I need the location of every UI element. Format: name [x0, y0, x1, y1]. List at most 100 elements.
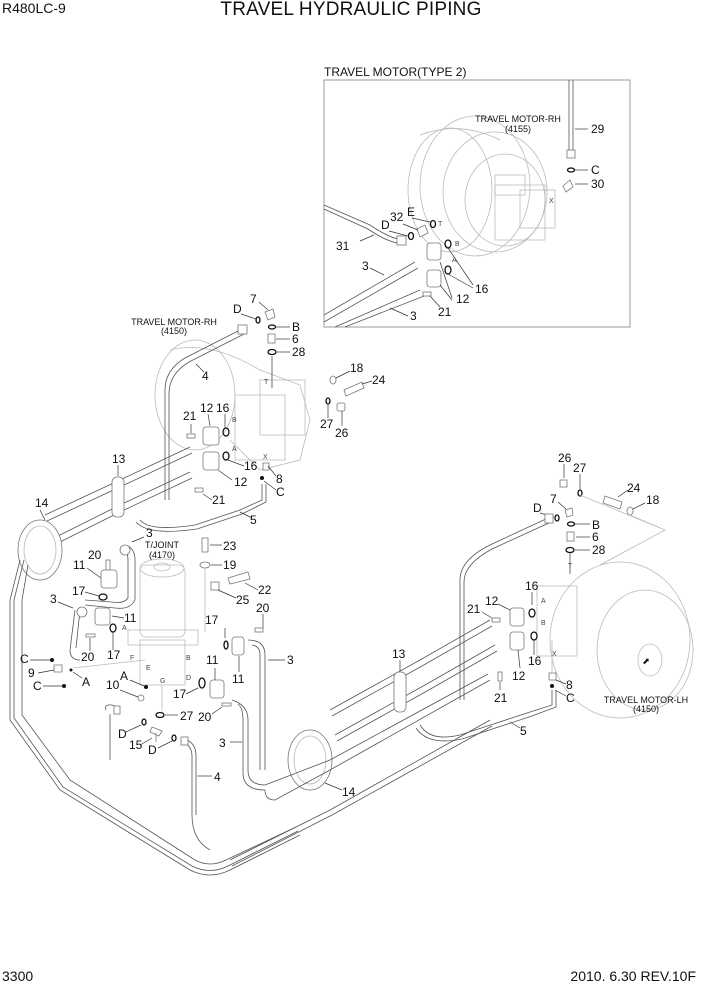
- callout-rh-B: B: [292, 320, 300, 334]
- callout-inset-21: 21: [438, 305, 452, 319]
- callout-tj-11c: 11: [232, 672, 245, 686]
- callout-inset-3a: 3: [362, 259, 369, 273]
- callout-tj-11a: 11: [73, 558, 86, 572]
- port-lh-x: X: [552, 651, 557, 658]
- inset-title: TRAVEL MOTOR(TYPE 2): [324, 65, 466, 79]
- inset-frame: [323, 79, 631, 328]
- callout-lh-13: 13: [392, 647, 406, 661]
- callout-tj-4: 4: [214, 770, 221, 784]
- callout-rh-C: C: [276, 485, 285, 499]
- callout-tj-Cb: C: [33, 679, 42, 693]
- callout-inset-30: 30: [591, 177, 605, 191]
- callout-tj-3d: 3: [219, 736, 226, 750]
- callout-tj-Db: D: [148, 743, 157, 757]
- callout-tj-25: 25: [236, 593, 250, 607]
- callout-lh-16b: 16: [528, 654, 542, 668]
- model-number: R480LC-9: [2, 0, 66, 16]
- callout-tj-15: 15: [129, 738, 143, 752]
- callout-rh-13: 13: [112, 452, 126, 466]
- callout-tj-27: 27: [180, 709, 194, 723]
- callout-rh-27: 27: [320, 417, 334, 431]
- callout-tj-3b: 3: [50, 592, 57, 606]
- callout-tj-20a: 20: [88, 548, 102, 562]
- callout-lh-21a: 21: [467, 602, 481, 616]
- callout-rh-12b: 12: [234, 475, 248, 489]
- callout-tj-11d: 11: [206, 653, 219, 667]
- inset-port-x: X: [549, 198, 554, 205]
- callout-tj-11b: 11: [124, 611, 137, 625]
- tj-port-a: A: [122, 625, 127, 632]
- tjoint-label: T/JOINT: [145, 540, 179, 550]
- callout-inset-C: C: [591, 163, 600, 177]
- callout-rh-12a: 12: [200, 401, 214, 415]
- callout-lh-12b: 12: [512, 669, 526, 683]
- turning-joint-assembly: 14 T/JOINT (4170) 23 19 22 25 3 20: [9, 496, 493, 876]
- callout-rh-26: 26: [335, 426, 349, 440]
- callout-rh-8: 8: [276, 472, 283, 486]
- callout-tj-Ca: C: [20, 652, 29, 666]
- callout-tj-20c: 20: [256, 601, 270, 615]
- callout-inset-E: E: [407, 205, 415, 219]
- travel-motor-lh-assembly: ⬈ TRAVEL MOTOR-LH (4150) 26 27 24 18 7 D…: [329, 451, 694, 742]
- port-rh-t: T: [264, 379, 269, 386]
- manufacturer-logo-icon: ⬈: [642, 656, 650, 666]
- callout-tj-19: 19: [223, 558, 237, 572]
- tj-port-d: D: [186, 675, 191, 682]
- motor-lh-label: TRAVEL MOTOR-LH: [604, 695, 688, 705]
- callout-rh-16b: 16: [244, 459, 258, 473]
- callout-lh-26: 26: [558, 451, 572, 465]
- callout-tj-22: 22: [258, 583, 272, 597]
- callout-rh-24: 24: [372, 373, 386, 387]
- callout-lh-8: 8: [566, 678, 573, 692]
- callout-tj-17b: 17: [107, 648, 121, 662]
- motor-rh-label: TRAVEL MOTOR-RH: [131, 317, 217, 327]
- inset-port-t: T: [438, 221, 443, 228]
- revision-date: 2010. 6.30 REV.10F: [570, 968, 696, 984]
- callout-tj-17c: 17: [205, 613, 219, 627]
- callout-tj-10: 10: [106, 678, 120, 692]
- callout-lh-C: C: [566, 691, 575, 705]
- callout-rh-21a: 21: [183, 409, 197, 423]
- inset-port-a: A: [452, 257, 457, 264]
- inset-motor-code: (4155): [505, 124, 531, 134]
- callout-lh-6: 6: [592, 530, 599, 544]
- callout-inset-32: 32: [390, 210, 404, 224]
- inset-motor-rh: [407, 115, 556, 257]
- callout-rh-6: 6: [292, 332, 299, 346]
- callout-lh-12a: 12: [485, 594, 499, 608]
- callout-rh-16a: 16: [216, 401, 230, 415]
- callout-rh-18: 18: [350, 361, 364, 375]
- callout-tj-Aa: A: [82, 675, 90, 689]
- callout-tj-20b: 20: [81, 650, 95, 664]
- callout-rh-5: 5: [250, 513, 257, 527]
- port-rh-b: B: [232, 417, 237, 424]
- inset-port-b: B: [455, 241, 460, 248]
- callout-lh-27: 27: [573, 461, 587, 475]
- callout-tj-23: 23: [223, 539, 237, 553]
- callout-tj-Ab: A: [120, 669, 128, 683]
- travel-motor-rh-assembly: TRAVEL MOTOR-RH (4150) 4 7 D B 6 28 T 18…: [44, 292, 386, 547]
- port-rh-x: X: [263, 454, 268, 461]
- callout-rh-21b: 21: [212, 493, 226, 507]
- motor-lh-code: (4150): [633, 704, 659, 714]
- tj-port-e: E: [146, 665, 151, 672]
- callout-lh-18: 18: [646, 493, 660, 507]
- callout-lh-21b: 21: [494, 691, 508, 705]
- callout-tj-9: 9: [28, 666, 35, 680]
- callout-inset-12: 12: [456, 292, 470, 306]
- port-lh-t: T: [568, 563, 573, 570]
- callout-inset-3b: 3: [410, 309, 417, 323]
- callout-tj-14a: 14: [35, 496, 49, 510]
- callout-lh-5: 5: [520, 724, 527, 738]
- tjoint-code: (4170): [149, 550, 175, 560]
- port-lh-b: B: [541, 620, 546, 627]
- inset-motor-label: TRAVEL MOTOR-RH: [475, 114, 561, 124]
- port-lh-a: A: [541, 598, 546, 605]
- callout-rh-D: D: [233, 302, 242, 316]
- callout-inset-31: 31: [336, 239, 350, 253]
- page-title: TRAVEL HYDRAULIC PIPING: [220, 0, 482, 20]
- tj-port-g: G: [160, 678, 165, 685]
- callout-lh-D: D: [533, 501, 542, 515]
- callout-rh-4: 4: [202, 369, 209, 383]
